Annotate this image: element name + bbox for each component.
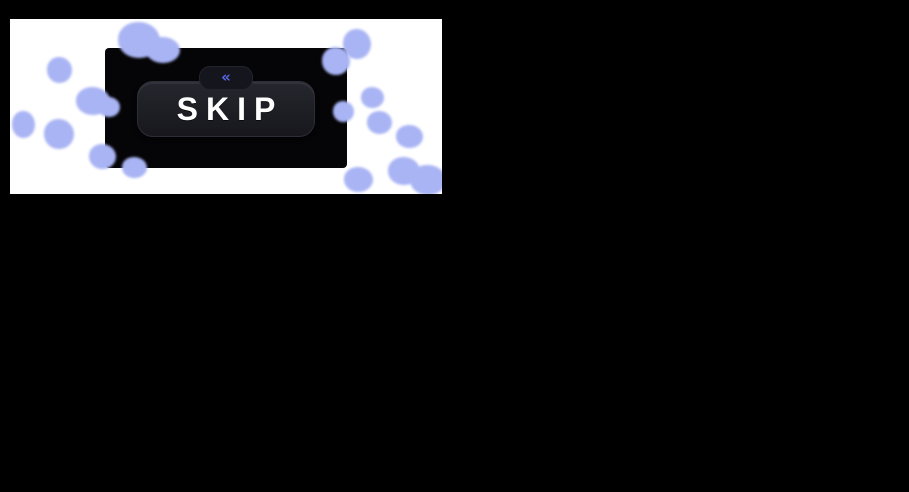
skip-panel: « SKIP (105, 48, 347, 168)
paint-blob (343, 29, 371, 59)
double-chevron-left-icon: « (221, 67, 231, 86)
paint-blob (47, 57, 72, 83)
paint-blob (367, 111, 392, 134)
paint-blob (361, 87, 384, 108)
skip-button-label: SKIP (176, 91, 284, 127)
paint-blob (396, 125, 423, 148)
paint-blob (12, 111, 35, 138)
paint-blob (44, 119, 74, 149)
collapse-button[interactable]: « (199, 66, 253, 90)
skip-button[interactable]: SKIP (137, 81, 315, 137)
paint-blob (410, 165, 442, 194)
paint-blob (344, 167, 373, 192)
paint-blob (388, 157, 420, 185)
overlay-card: « SKIP (10, 19, 442, 194)
